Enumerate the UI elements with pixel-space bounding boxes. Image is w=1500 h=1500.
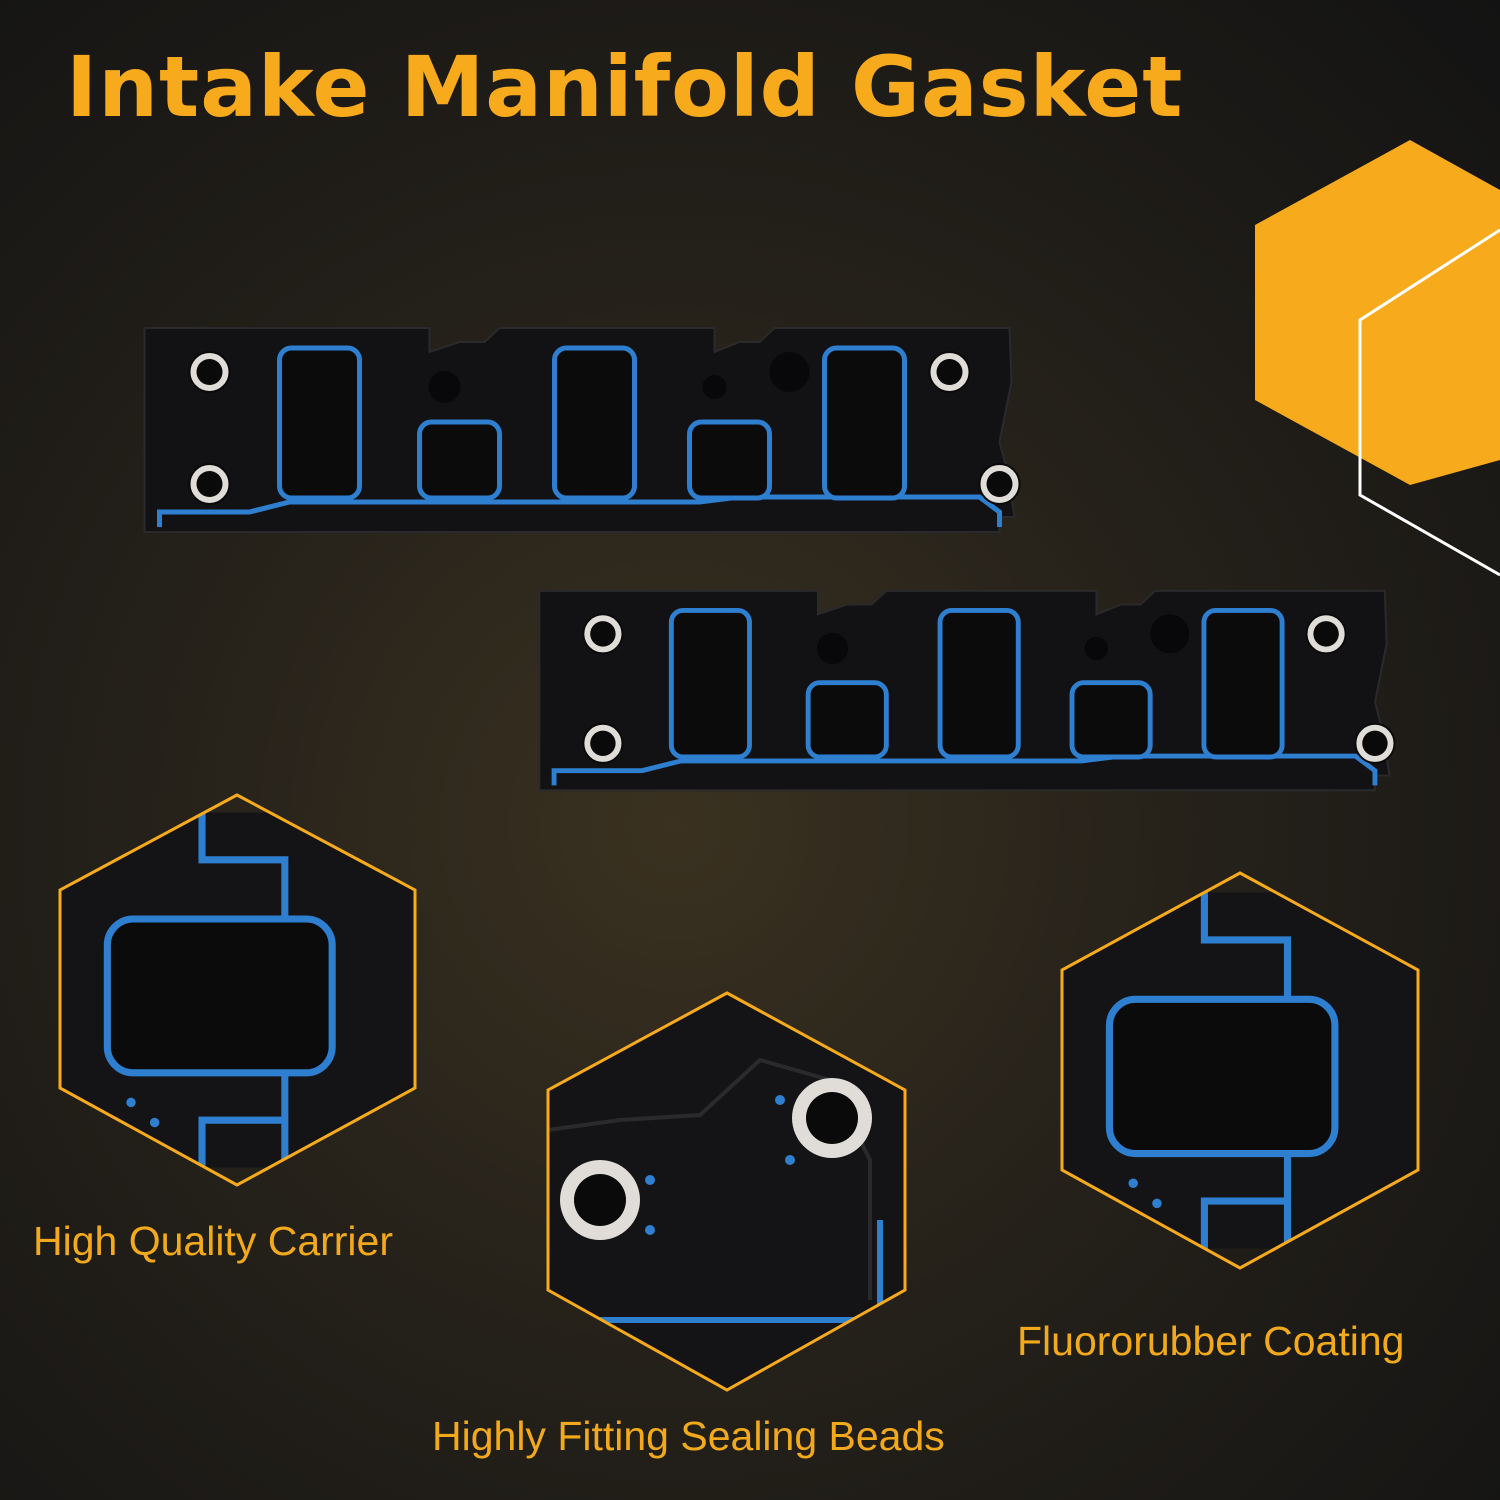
- page-title: Intake Manifold Gasket: [66, 38, 1184, 136]
- feature-label-sealing-beads: Highly Fitting Sealing Beads: [432, 1413, 945, 1459]
- gasket-image: [145, 328, 1020, 532]
- detail-hexagon-carrier: [58, 793, 417, 1187]
- feature-label-coating: Fluororubber Coating: [1017, 1318, 1405, 1364]
- hexagon-icon: [1255, 140, 1500, 485]
- feature-label-carrier: High Quality Carrier: [33, 1218, 393, 1264]
- gasket-image: [539, 591, 1394, 790]
- detail-hexagon-coating: [1060, 871, 1420, 1270]
- hexagon-outline-icon: [1358, 228, 1500, 577]
- detail-hexagon-sealing-beads: [546, 991, 907, 1392]
